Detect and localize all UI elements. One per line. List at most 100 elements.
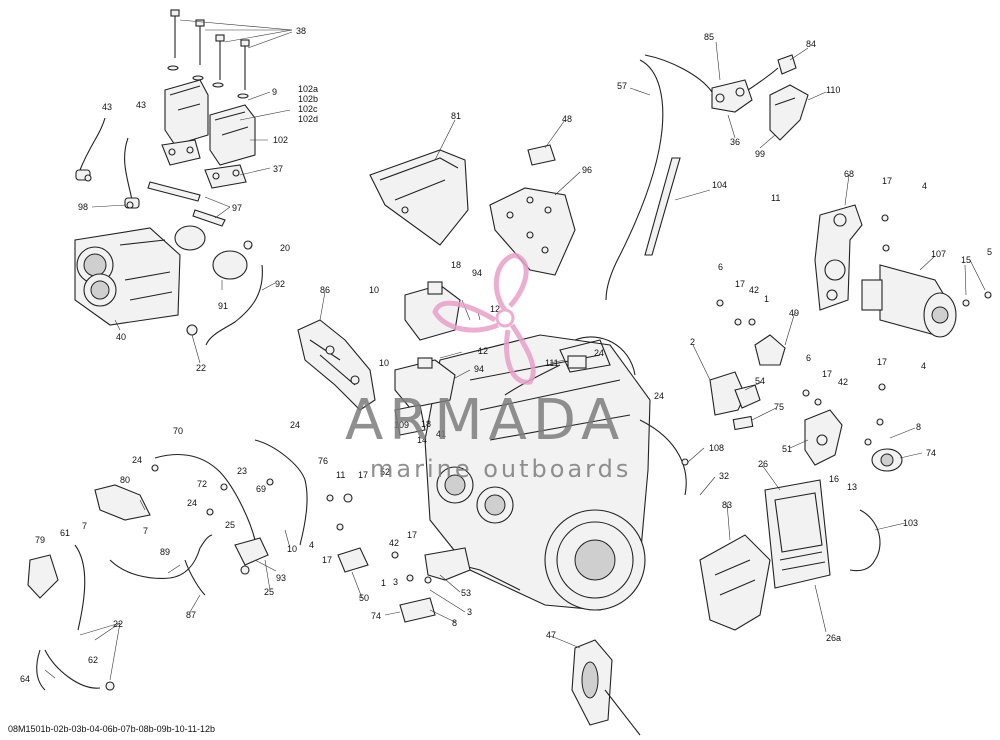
callout-70: 70 <box>173 426 183 436</box>
callout-4a: 4 <box>922 181 927 191</box>
bracket-86 <box>297 319 376 411</box>
valve-93 <box>234 537 269 575</box>
callout-36: 36 <box>730 137 740 147</box>
callout-76: 76 <box>318 456 328 466</box>
hose-89 <box>109 534 213 596</box>
callout-84: 84 <box>806 39 816 49</box>
callout-81: 81 <box>451 111 461 121</box>
callout-10c: 10 <box>287 544 297 554</box>
callout-91: 91 <box>218 301 228 311</box>
callout-108: 108 <box>709 443 724 453</box>
fasteners <box>84 174 992 691</box>
callout-18a: 18 <box>451 260 461 270</box>
watermark-logo <box>432 252 536 385</box>
callout-109: 109 <box>394 420 409 430</box>
callout-41: 41 <box>436 429 446 439</box>
callout-50: 50 <box>359 593 369 603</box>
callout-43a: 43 <box>102 102 112 112</box>
callout-74a: 74 <box>926 448 936 458</box>
callout-57: 57 <box>617 81 627 91</box>
ecm-26 <box>764 479 831 589</box>
callout-48: 48 <box>562 114 572 124</box>
callout-42b: 42 <box>838 377 848 387</box>
hose-70 <box>154 453 256 541</box>
callout-85: 85 <box>704 32 714 42</box>
callout-26a: 26a <box>826 633 841 643</box>
bracket-50 <box>337 547 369 573</box>
leader-lines <box>44 19 986 681</box>
line-103 <box>849 509 881 572</box>
callout-1b: 1 <box>381 578 386 588</box>
callout-111: 111 <box>545 358 559 368</box>
callout-102c: 102c <box>298 104 318 114</box>
throttle-cable-57 <box>605 54 713 301</box>
callout-13: 13 <box>847 482 857 492</box>
callout-40: 40 <box>116 332 126 342</box>
callout-102a: 102a <box>298 84 318 94</box>
throttle-body <box>74 225 253 336</box>
wiring-harness <box>504 336 636 396</box>
bracket-83 <box>699 534 771 631</box>
callout-86: 86 <box>320 285 330 295</box>
callout-98: 98 <box>78 202 88 212</box>
callout-62: 62 <box>88 655 98 665</box>
callout-37: 37 <box>273 164 283 174</box>
ignition-coil-group <box>161 9 256 189</box>
callout-26: 26 <box>758 459 768 469</box>
hose-76 <box>254 439 308 546</box>
cable-104 <box>644 157 681 256</box>
callout-96: 96 <box>582 165 592 175</box>
callout-68: 68 <box>844 169 854 179</box>
callout-94b: 94 <box>474 364 484 374</box>
callout-102d: 102d <box>298 114 318 124</box>
callout-102b: 102b <box>298 94 318 104</box>
callout-24e: 24 <box>187 498 197 508</box>
bracket-109 <box>394 404 426 436</box>
callout-11a: 11 <box>771 193 780 203</box>
callout-104: 104 <box>712 180 727 190</box>
callout-69: 69 <box>256 484 266 494</box>
cap-48 <box>527 144 556 166</box>
callout-72: 72 <box>197 479 207 489</box>
bracket-54 <box>709 371 761 416</box>
callout-22b: 22 <box>113 619 123 629</box>
engine-block <box>424 334 687 611</box>
callout-24b: 24 <box>654 391 664 401</box>
callout-16: 16 <box>829 474 839 484</box>
callout-42a: 42 <box>749 285 759 295</box>
callout-10b: 10 <box>379 358 389 368</box>
ignition-coil-94-lower <box>394 357 456 409</box>
callout-8b: 8 <box>452 618 457 628</box>
callout-24a: 24 <box>594 348 604 358</box>
callout-24c: 24 <box>290 420 300 430</box>
callout-9: 9 <box>272 87 277 97</box>
callout-89: 89 <box>160 547 170 557</box>
watermark-tagline: marine outboards <box>370 455 632 483</box>
callout-24d: 24 <box>132 455 142 465</box>
bracket-99 <box>769 84 809 141</box>
bracket-85 <box>711 79 753 113</box>
callout-6a: 6 <box>718 262 723 272</box>
callout-12a: 12 <box>490 304 500 314</box>
callout-49: 49 <box>789 308 799 318</box>
hose-92 <box>205 264 263 346</box>
heat-shield-81 <box>369 149 469 246</box>
bracket-68 <box>814 204 863 311</box>
component-49 <box>754 334 786 366</box>
callout-22a: 22 <box>196 363 206 373</box>
callout-75: 75 <box>774 402 784 412</box>
dipstick-47 <box>571 639 641 736</box>
callout-5: 5 <box>987 247 992 257</box>
callout-42c: 42 <box>389 538 399 548</box>
ignition-coil-94-upper <box>404 281 461 341</box>
callout-4c: 4 <box>309 540 314 550</box>
document-code: 08M1501b-02b-03b-04-06b-07b-08b-09b-10-1… <box>8 724 215 734</box>
callout-97: 97 <box>232 203 242 213</box>
callout-17g: 17 <box>407 530 417 540</box>
callout-14: 14 <box>417 435 427 445</box>
callout-23: 23 <box>237 466 247 476</box>
callout-38: 38 <box>296 26 306 36</box>
bracket-51 <box>804 409 843 466</box>
callout-32: 32 <box>719 471 729 481</box>
